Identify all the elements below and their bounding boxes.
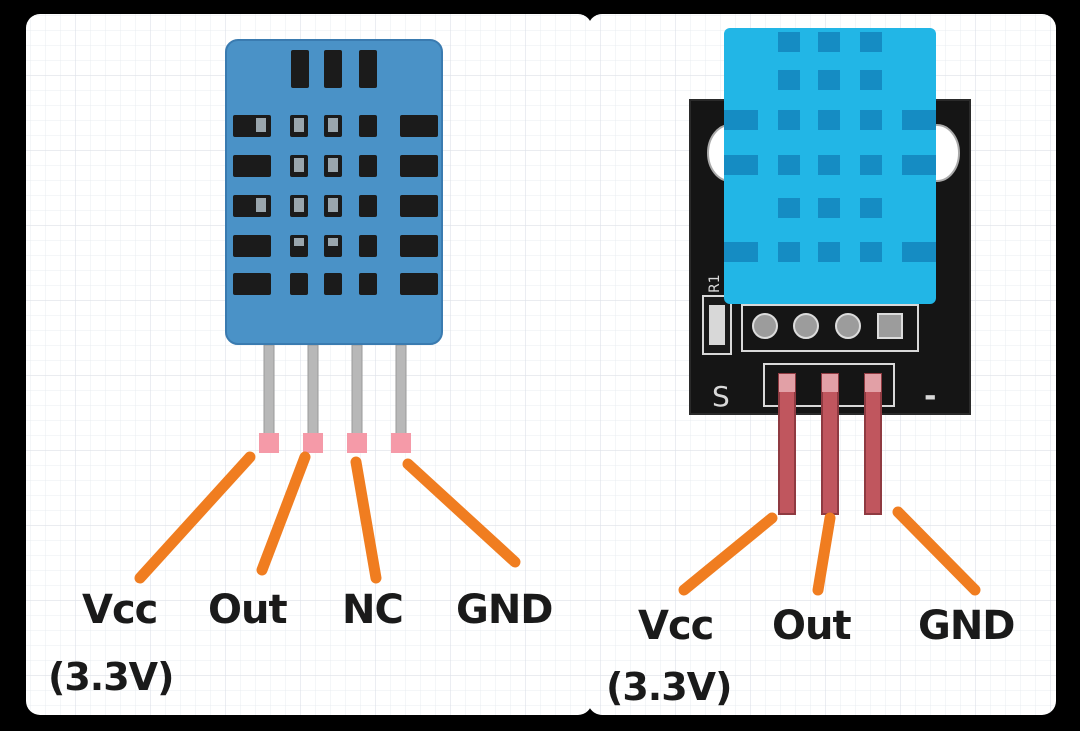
module-header-pin-3-shine (865, 374, 881, 392)
module-socket-1 (752, 313, 778, 339)
silk-resistor-label: R1 (707, 274, 723, 293)
module-header-pin-2-shine (822, 374, 838, 392)
module-header-pin-1-shine (779, 374, 795, 392)
module-socket-3 (835, 313, 861, 339)
left-leader-gnd (402, 458, 521, 568)
left-pin-4 (395, 344, 407, 436)
left-pin-2 (307, 344, 319, 436)
right-pin-label-out: Out (772, 603, 852, 649)
left-leader-nc (350, 456, 382, 584)
left-pin-tip-2 (303, 433, 323, 453)
module-sensor-vents (724, 32, 936, 262)
silk-ground-label: - (924, 379, 936, 414)
right-pin-sublabel-vcc: (3.3V) (606, 665, 732, 709)
right-leader-gnd (892, 506, 981, 596)
module-socket-4 (877, 313, 903, 339)
right-pin-label-vcc: Vcc (638, 603, 714, 649)
right-leader-lines (678, 506, 981, 596)
left-pin-tip-1 (259, 433, 279, 453)
left-pin-label-out: Out (208, 587, 288, 633)
left-pin-3 (351, 344, 363, 436)
left-sensor-inner-dots (256, 118, 338, 246)
left-leader-lines (134, 451, 521, 584)
right-leader-out (812, 512, 836, 596)
dht11-module: 103 R1 S - (689, 28, 971, 515)
left-pin-label-gnd: GND (456, 587, 554, 633)
module-header-pin-2 (821, 373, 839, 515)
module-resistor-body (709, 305, 725, 345)
left-leader-vcc (134, 451, 256, 584)
left-sensor-body (225, 39, 443, 345)
module-header-pin-3 (864, 373, 882, 515)
right-leader-vcc (678, 512, 778, 596)
left-pin-sublabel-vcc: (3.3V) (48, 655, 174, 699)
right-pin-label-gnd: GND (918, 603, 1016, 649)
left-pin-1 (263, 344, 275, 436)
left-pin-label-vcc: Vcc (82, 587, 158, 633)
silk-resistor-id: R1 (707, 274, 723, 293)
left-pin-tip-4 (391, 433, 411, 453)
module-socket-2 (793, 313, 819, 339)
left-leader-out (256, 451, 311, 576)
left-pin-tip-3 (347, 433, 367, 453)
dht11-sensor (225, 39, 443, 453)
module-header-pin-1 (778, 373, 796, 515)
left-pin-label-nc: NC (342, 587, 404, 633)
silk-signal-label: S (712, 380, 730, 413)
